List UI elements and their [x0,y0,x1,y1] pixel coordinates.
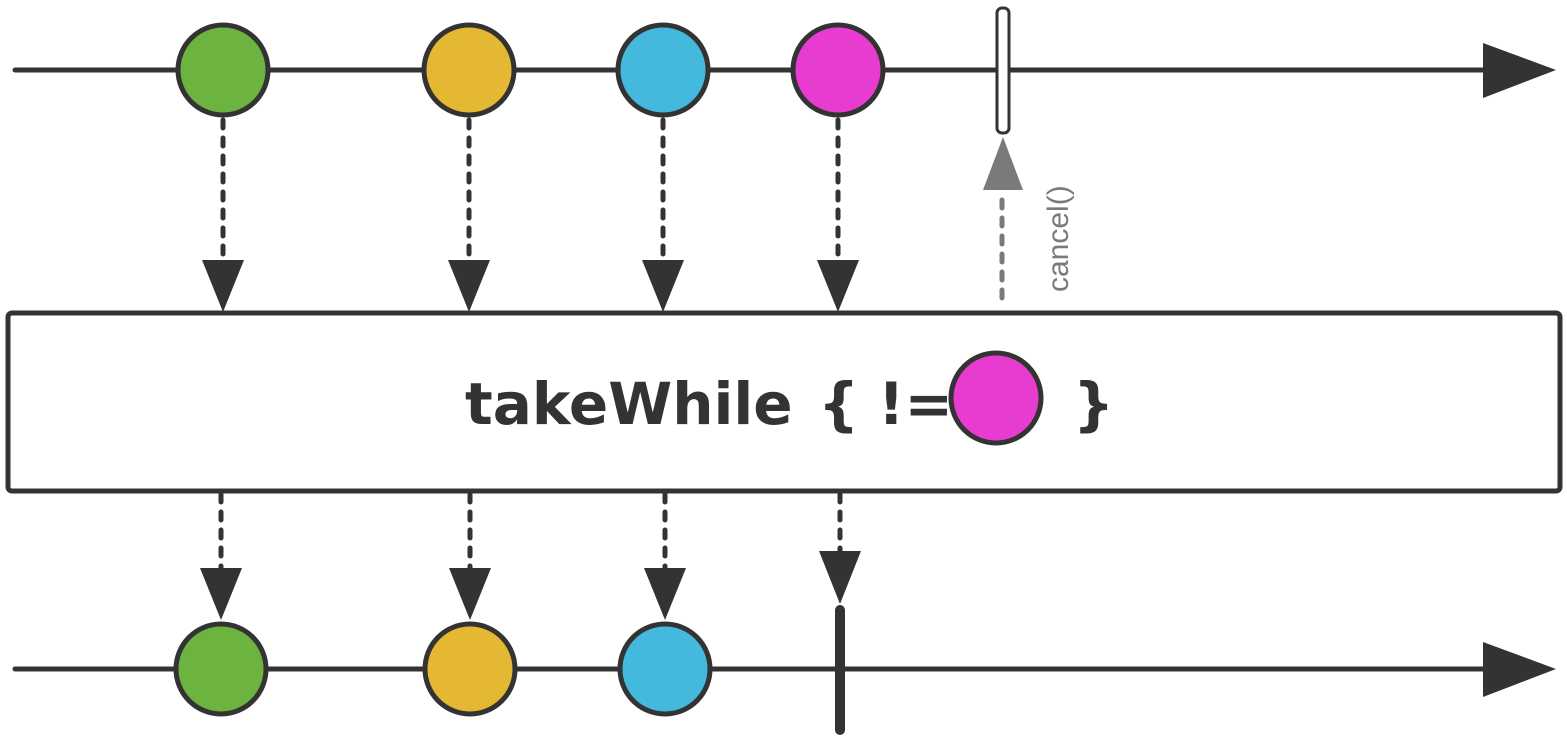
source-arrow-3-head [642,260,684,312]
source-arrow-1-head [202,260,244,312]
output-arrow-1 [200,491,242,620]
output-marble-2 [422,621,518,717]
cancel-label: cancel() [1042,185,1075,292]
output-marble-3 [617,621,713,717]
output-marble-1 [173,621,269,717]
source-arrow-2-head [448,260,490,312]
source-marble-3 [615,22,711,118]
source-cancel-marker [995,6,1011,135]
source-marbles [175,22,886,118]
source-arrow-4-head [817,260,859,312]
source-arrow-3 [642,117,684,312]
source-marble-2 [421,22,517,118]
completion-arrow [819,491,861,604]
source-arrow-4 [817,117,859,312]
operator-box-frame [5,310,1563,494]
operator-to-output-arrows [200,491,861,620]
completion-arrow-head [819,551,861,604]
output-timeline-arrowhead [1483,642,1556,697]
output-arrow-2 [449,491,491,620]
output-arrow-1-head [200,568,242,620]
operator-close-brace: } [1073,370,1114,438]
output-arrow-3 [644,491,686,620]
output-arrow-2-head [449,568,491,620]
source-to-operator-arrows [202,117,859,312]
operator-open-brace: { [818,370,859,438]
operator-box: takeWhile { != } [5,310,1563,494]
source-arrow-2 [448,117,490,312]
output-marbles [173,621,713,717]
predicate-marble [948,350,1044,446]
operator-condition: != [878,370,953,438]
source-marble-4 [790,22,886,118]
output-arrow-3-head [644,568,686,620]
source-arrow-1 [202,117,244,312]
operator-name: takeWhile [465,370,793,438]
source-timeline-arrowhead [1483,43,1556,98]
cancel-arrow: cancel() [983,137,1075,301]
source-marble-1 [175,22,271,118]
cancel-arrow-head [983,137,1023,190]
